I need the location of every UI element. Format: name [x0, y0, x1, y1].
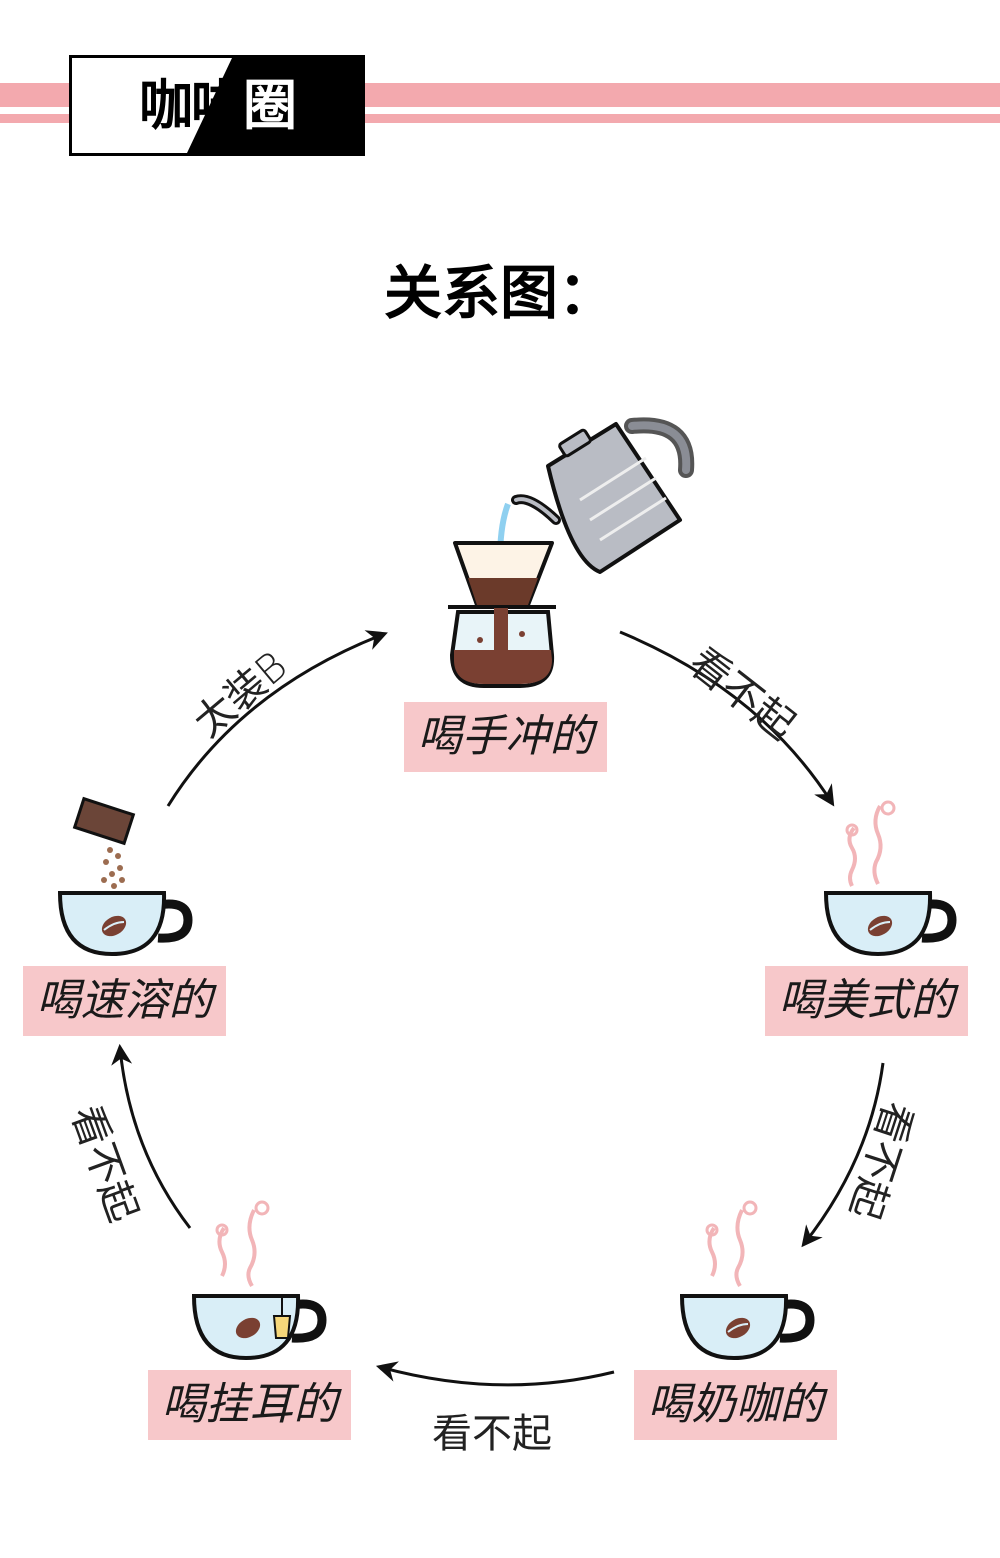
diagram-title: 关系图： [383, 259, 616, 327]
node-label-americano: 喝美式的 [765, 966, 968, 1036]
arrow-latte-to-dripbag [375, 1361, 615, 1387]
pour-over-icon [448, 541, 556, 688]
node-label-instant: 喝速溶的 [23, 966, 226, 1036]
arrow-dripbag-to-instant [111, 1043, 192, 1229]
arrow-americano-to-latte [801, 1062, 885, 1248]
arrow-handdrip-to-americano [619, 630, 835, 807]
instant-coffee-cup-icon [57, 796, 193, 957]
header-stripe-thin [0, 114, 1000, 123]
americano-cup-icon [823, 800, 957, 957]
arrow-instant-to-handdrip [166, 630, 388, 807]
kettle-icon [497, 417, 695, 574]
edge-label-latte-dripbag: 看不起 [432, 1411, 552, 1457]
drip-bag-cup-icon [191, 1200, 327, 1361]
node-label-drip-bag: 喝挂耳的 [148, 1370, 351, 1440]
header-title: 咖啡圈 [72, 76, 362, 136]
header-title-part-b: 圈 [243, 74, 297, 137]
header-badge: 咖啡圈 [69, 55, 365, 156]
header-title-part-a: 咖啡 [139, 74, 245, 137]
latte-cup-icon [679, 1200, 815, 1361]
node-label-latte: 喝奶咖的 [634, 1370, 837, 1440]
node-label-hand-drip: 喝手冲的 [404, 702, 607, 772]
